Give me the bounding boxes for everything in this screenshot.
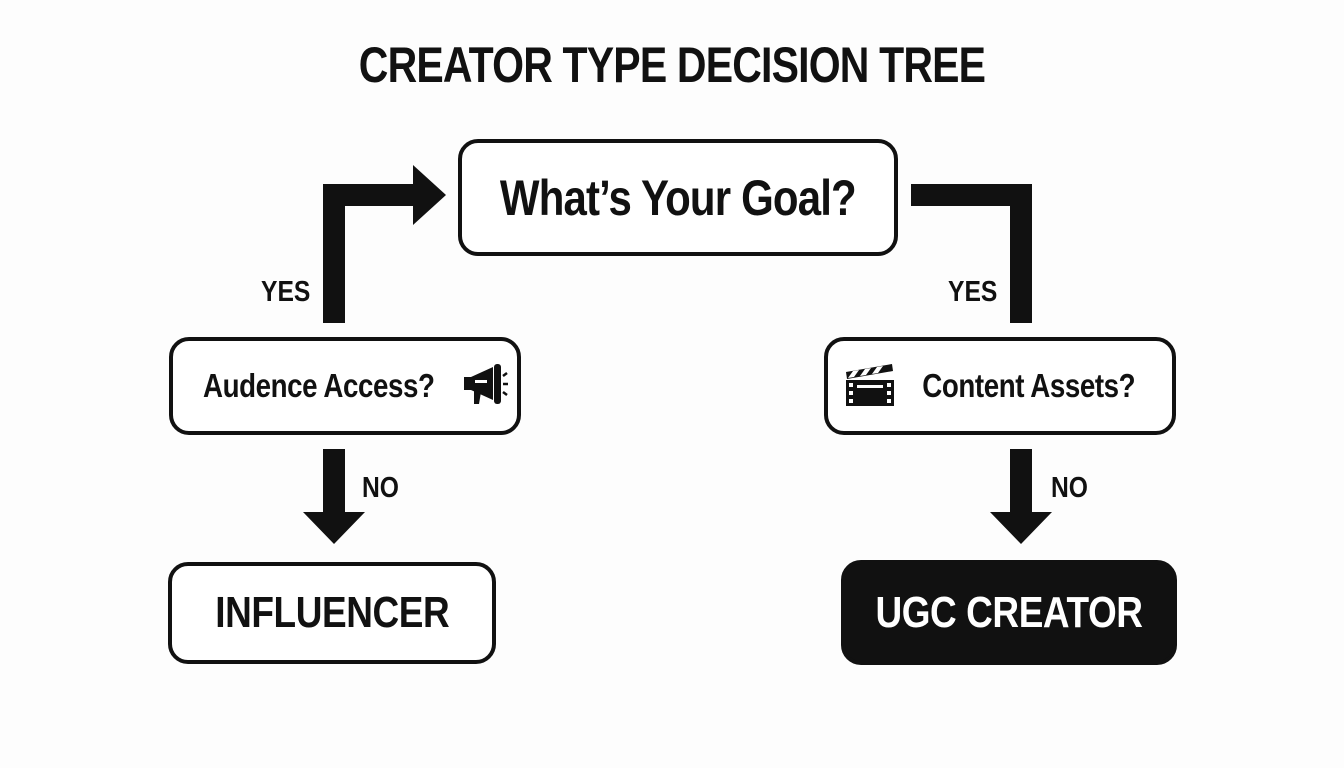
influencer-label: INFLUENCER [215,588,449,637]
ugc-creator-label: UGC CREATOR [875,587,1143,637]
no-left-arrowhead [303,512,365,544]
clapperboard-icon [844,361,896,412]
page-title: CREATOR TYPE DECISION TREE [358,37,986,93]
goal-node: What’s Your Goal? [458,139,898,256]
audience-access-node: Audence Access? [169,337,521,435]
edge-label-no-right: NO [1051,472,1088,504]
yes-left-connector [323,184,418,323]
edge-label-yes-left: YES [261,276,311,308]
yes-left-arrowhead [413,165,446,225]
edge-label-no-left: NO [362,472,399,504]
goal-node-label: What’s Your Goal? [500,169,857,226]
no-left-arrow-shaft [323,449,345,515]
content-assets-node: Content Assets? [824,337,1176,435]
no-right-arrowhead [990,512,1052,544]
content-assets-label: Content Assets? [922,367,1136,404]
yes-right-connector [911,184,1032,323]
influencer-result-node: INFLUENCER [168,562,496,664]
audience-access-label: Audence Access? [203,367,435,404]
edge-label-yes-right: YES [948,276,998,308]
megaphone-icon [461,360,509,413]
ugc-creator-result-node: UGC CREATOR [841,560,1177,665]
no-right-arrow-shaft [1010,449,1032,515]
